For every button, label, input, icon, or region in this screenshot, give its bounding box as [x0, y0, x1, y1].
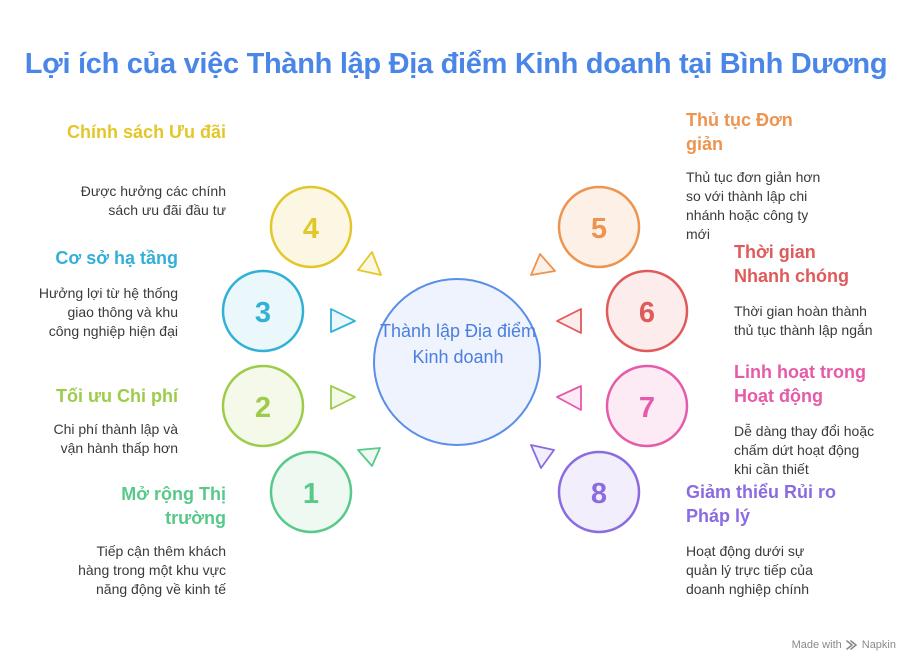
footer-attribution: Made with Napkin — [792, 639, 896, 651]
item-desc-7: Dễ dàng thay đổi hoặc chấm dứt hoạt động… — [734, 423, 875, 477]
center-circle — [373, 278, 541, 446]
item-desc-2: Chi phí thành lập và vận hành thấp hơn — [53, 421, 178, 456]
item-title-3: Cơ sở hạ tầng — [55, 248, 178, 268]
item-title-1: Mở rộng Thị trường — [121, 484, 226, 528]
arrow-8 — [530, 444, 555, 469]
item-desc-4: Được hưởng các chính sách ưu đãi đầu tư — [80, 183, 226, 218]
node-circle-3 — [221, 269, 305, 353]
node-number-7: 7 — [639, 392, 655, 424]
node-circle-8 — [557, 450, 641, 534]
item-title-2: Tối ưu Chi phí — [55, 386, 178, 406]
item-desc-3: Hưởng lợi từ hệ thống giao thông và khu … — [38, 285, 178, 339]
node-2: 2 — [221, 364, 305, 448]
node-number-2: 2 — [255, 392, 271, 424]
arrow-7 — [556, 385, 582, 411]
arrow-6 — [556, 308, 582, 334]
node-number-4: 4 — [303, 213, 319, 245]
item-desc-5: Thủ tục đơn giản hơn so với thành lập ch… — [686, 169, 821, 242]
node-5: 5 — [557, 185, 641, 269]
item-title-4: Chính sách Ưu đãi — [67, 122, 226, 142]
node-number-6: 6 — [639, 297, 655, 329]
item-title-7: Linh hoạt trong Hoạt động — [734, 362, 866, 406]
node-circle-6 — [605, 269, 689, 353]
arrow-4 — [357, 251, 382, 276]
footer-brand: Napkin — [861, 639, 896, 651]
page-title: Lợi ích của việc Thành lập Địa điểm Kinh… — [24, 48, 888, 80]
item-title-5: Thủ tục Đơn giản — [686, 110, 793, 154]
node-8: 8 — [557, 450, 641, 534]
arrow-1 — [357, 447, 381, 467]
node-4: 4 — [269, 185, 353, 269]
item-desc-6: Thời gian hoàn thành thủ tục thành lập n… — [734, 303, 873, 338]
item-desc-8: Hoạt động dưới sự quản lý trực tiếp của … — [686, 543, 813, 597]
node-circle-4 — [269, 185, 353, 269]
arrow-5 — [530, 253, 556, 276]
node-6: 6 — [605, 269, 689, 353]
node-number-5: 5 — [591, 213, 607, 245]
item-desc-1: Tiếp cận thêm khách hàng trong một khu v… — [78, 543, 226, 597]
node-circle-5 — [557, 185, 641, 269]
arrow-3 — [330, 308, 356, 333]
napkin-logo-icon — [845, 640, 857, 650]
footer-made-with: Made with — [791, 639, 842, 651]
node-circle-7 — [605, 364, 689, 448]
node-number-1: 1 — [303, 478, 319, 510]
node-1: 1 — [269, 450, 353, 534]
arrow-2 — [330, 385, 356, 410]
item-title-8: Giảm thiểu Rủi ro Pháp lý — [686, 482, 837, 526]
node-number-8: 8 — [591, 478, 607, 510]
center-label: Thành lập Địa điểm Kinh doanh — [379, 321, 537, 367]
node-circle-1 — [269, 450, 353, 534]
item-title-6: Thời gian Nhanh chóng — [734, 242, 849, 286]
node-3: 3 — [221, 269, 305, 353]
node-number-3: 3 — [255, 297, 271, 329]
node-circle-2 — [221, 364, 305, 448]
node-7: 7 — [605, 364, 689, 448]
